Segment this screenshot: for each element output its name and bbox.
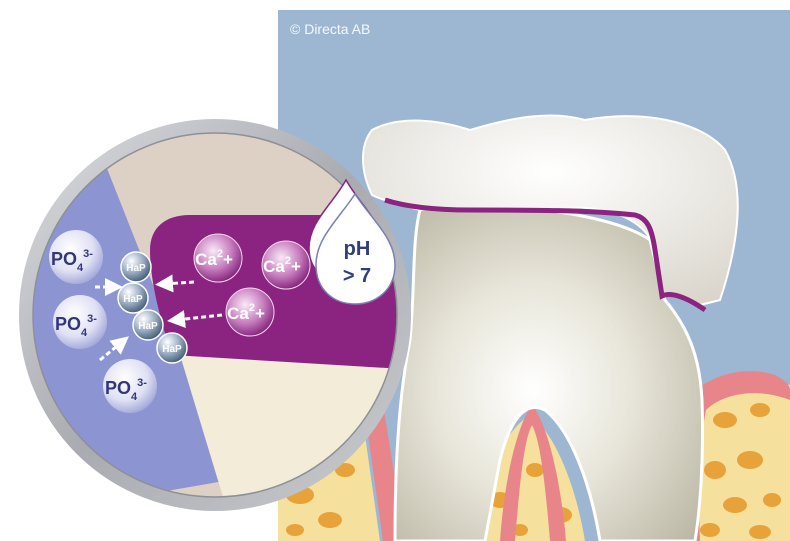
calcium-ion: Ca2+	[262, 241, 310, 289]
svg-text:HaP: HaP	[126, 263, 146, 274]
svg-text:Ca2+: Ca2+	[195, 248, 233, 269]
calcium-ion: Ca2+	[194, 234, 242, 282]
hydroxyapatite-particle: HaP	[157, 333, 187, 363]
phosphate-ion: PO43-	[49, 230, 103, 284]
hydroxyapatite-particle: HaP	[133, 310, 163, 340]
svg-text:Ca2+: Ca2+	[263, 255, 301, 276]
phosphate-ion: PO43-	[103, 359, 157, 413]
calcium-ion: Ca2+	[226, 288, 274, 336]
copyright-label: © Directa AB	[290, 21, 370, 37]
svg-text:HaP: HaP	[162, 344, 182, 355]
phosphate-ion: PO43-	[53, 295, 107, 349]
ph-label-line1: pH	[344, 238, 371, 260]
ph-label-line2: > 7	[343, 265, 371, 287]
svg-text:HaP: HaP	[123, 294, 143, 305]
hydroxyapatite-particle: HaP	[121, 252, 151, 282]
svg-text:Ca2+: Ca2+	[227, 302, 265, 323]
hydroxyapatite-particle: HaP	[118, 283, 148, 313]
svg-text:HaP: HaP	[138, 321, 158, 332]
